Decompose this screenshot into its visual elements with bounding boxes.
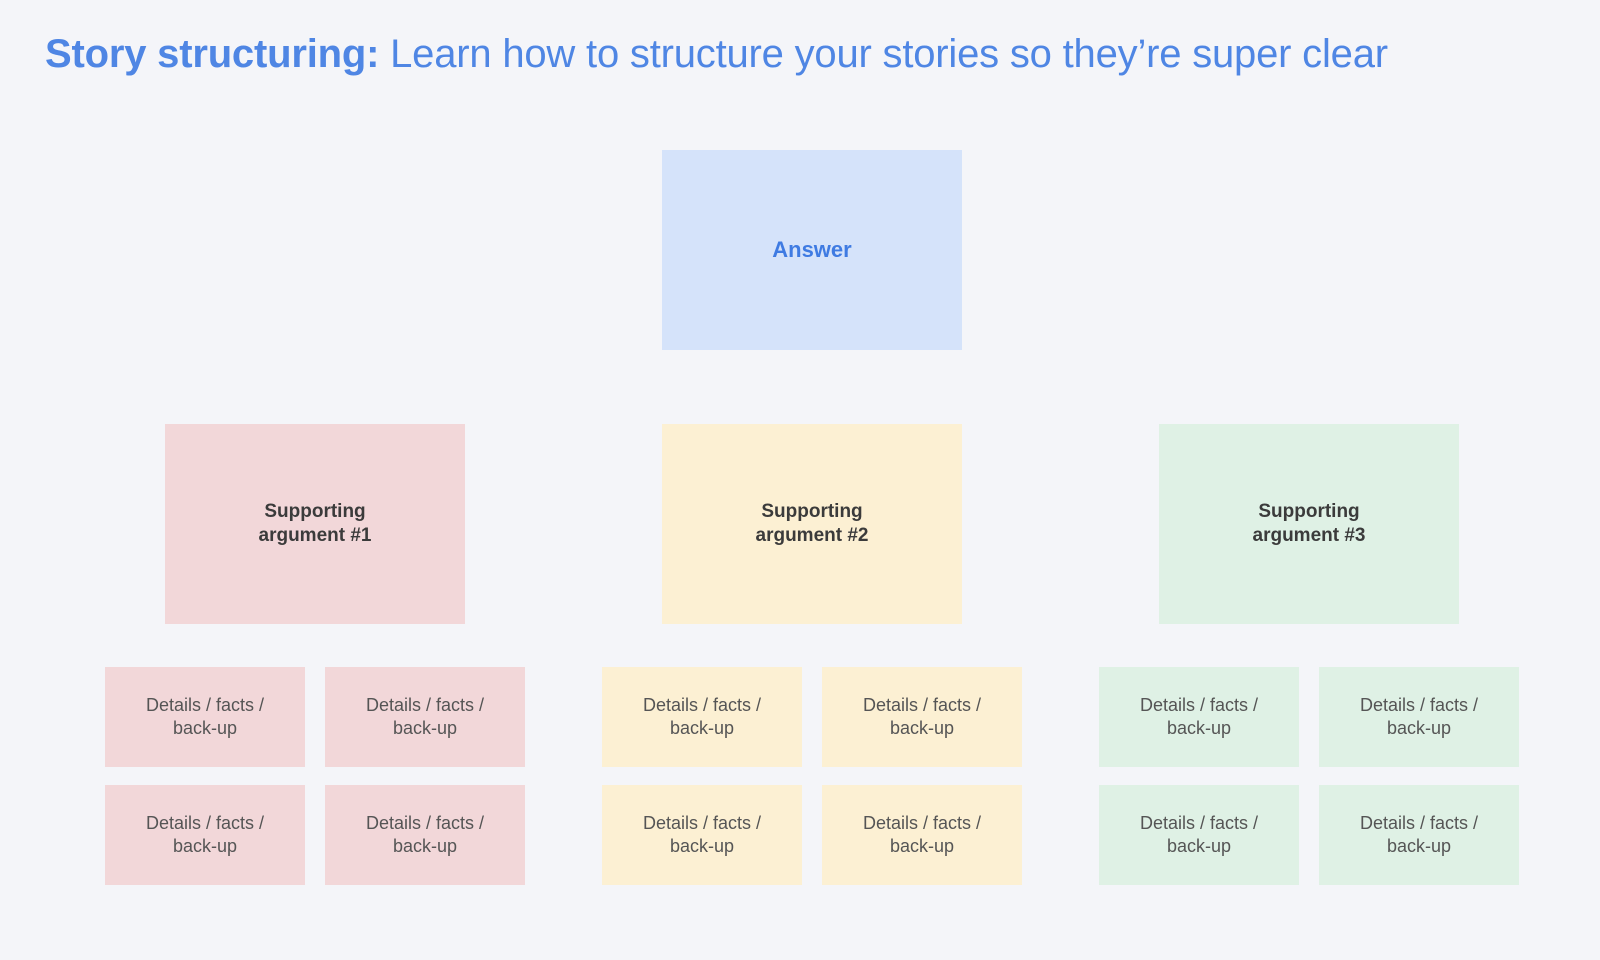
detail-note-1-1[interactable]: Details / facts / back-up — [105, 667, 305, 767]
detail-label: Details / facts / back-up — [862, 695, 982, 738]
detail-label: Details / facts / back-up — [862, 813, 982, 856]
detail-note-1-4[interactable]: Details / facts / back-up — [325, 785, 525, 885]
detail-note-3-3[interactable]: Details / facts / back-up — [1099, 785, 1299, 885]
detail-label: Details / facts / back-up — [642, 695, 762, 738]
detail-note-2-3[interactable]: Details / facts / back-up — [602, 785, 802, 885]
supporting-argument-1-note[interactable]: Supporting argument #1 — [165, 424, 465, 624]
supporting-argument-1-label: Supporting argument #1 — [258, 501, 372, 546]
detail-label: Details / facts / back-up — [1359, 813, 1479, 856]
detail-note-2-2[interactable]: Details / facts / back-up — [822, 667, 1022, 767]
title-bold: Story structuring: — [45, 32, 380, 76]
title-rest: Learn how to structure your stories so t… — [390, 32, 1388, 76]
detail-note-2-1[interactable]: Details / facts / back-up — [602, 667, 802, 767]
detail-note-3-2[interactable]: Details / facts / back-up — [1319, 667, 1519, 767]
detail-label: Details / facts / back-up — [365, 695, 485, 738]
detail-label: Details / facts / back-up — [1359, 695, 1479, 738]
detail-label: Details / facts / back-up — [1139, 695, 1259, 738]
detail-note-2-4[interactable]: Details / facts / back-up — [822, 785, 1022, 885]
detail-label: Details / facts / back-up — [365, 813, 485, 856]
supporting-argument-2-label: Supporting argument #2 — [755, 501, 869, 546]
detail-note-1-2[interactable]: Details / facts / back-up — [325, 667, 525, 767]
detail-note-1-3[interactable]: Details / facts / back-up — [105, 785, 305, 885]
detail-label: Details / facts / back-up — [1139, 813, 1259, 856]
supporting-argument-3-label: Supporting argument #3 — [1252, 501, 1366, 546]
answer-note[interactable]: Answer — [662, 150, 962, 350]
supporting-argument-2-note[interactable]: Supporting argument #2 — [662, 424, 962, 624]
supporting-argument-3-note[interactable]: Supporting argument #3 — [1159, 424, 1459, 624]
page-title: Story structuring: Learn how to structur… — [45, 32, 1388, 77]
detail-note-3-4[interactable]: Details / facts / back-up — [1319, 785, 1519, 885]
detail-label: Details / facts / back-up — [642, 813, 762, 856]
answer-label: Answer — [772, 237, 852, 262]
detail-label: Details / facts / back-up — [145, 813, 265, 856]
detail-label: Details / facts / back-up — [145, 695, 265, 738]
detail-note-3-1[interactable]: Details / facts / back-up — [1099, 667, 1299, 767]
